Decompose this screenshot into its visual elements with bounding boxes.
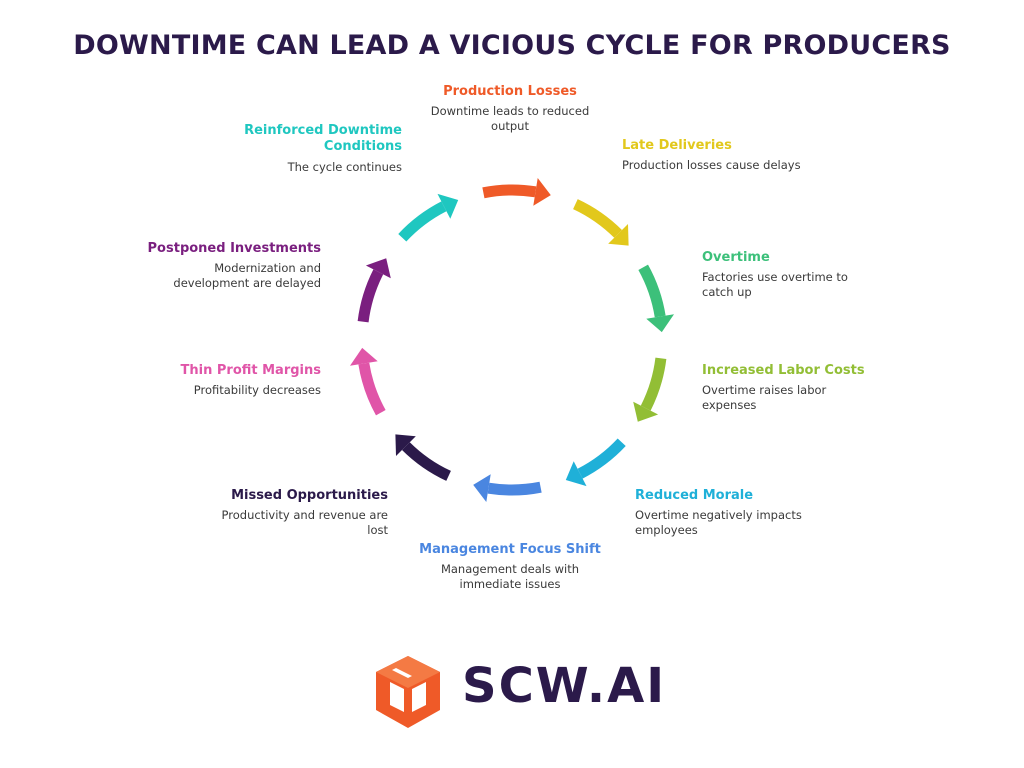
- step-description: The cycle continues: [287, 159, 402, 174]
- step-heading: Production Losses: [443, 84, 577, 99]
- step-description: Overtime raises labor expenses: [702, 383, 827, 412]
- step-label-reinforced-downtime-conditions: Reinforced Downtime Conditions The cycle…: [222, 123, 402, 174]
- step-label-thin-profit-margins: Thin Profit Margins Profitability decrea…: [141, 363, 321, 398]
- step-description: Management deals with immediate issues: [440, 562, 580, 591]
- step-label-overtime: Overtime Factories use overtime to catch…: [702, 250, 882, 299]
- step-label-reduced-morale: Reduced Morale Overtime negatively impac…: [635, 488, 815, 537]
- step-heading: Missed Opportunities: [231, 488, 388, 503]
- step-description: Downtime leads to reduced output: [430, 104, 590, 133]
- step-heading: Thin Profit Margins: [180, 363, 321, 378]
- step-description: Overtime negatively impacts employees: [635, 508, 802, 537]
- cycle-arrow-4: [633, 357, 667, 422]
- cycle-arrow-6: [473, 474, 542, 502]
- scwai-logo: SCW.AI: [368, 652, 664, 732]
- step-heading: Reduced Morale: [635, 488, 754, 503]
- cycle-arrow-9: [357, 258, 391, 323]
- step-label-late-deliveries: Late Deliveries Production losses cause …: [622, 138, 802, 173]
- step-label-increased-labor-costs: Increased Labor Costs Overtime raises la…: [702, 363, 882, 412]
- cycle-arrow-2: [572, 199, 629, 246]
- page-title: DOWNTIME CAN LEAD A VICIOUS CYCLE FOR PR…: [73, 30, 951, 61]
- cycle-arrow-8: [350, 347, 386, 416]
- cube-logo-icon: [376, 656, 440, 728]
- step-heading: Increased Labor Costs: [702, 363, 865, 378]
- step-heading: Late Deliveries: [622, 138, 732, 153]
- logo-text: SCW.AI: [462, 658, 667, 714]
- step-heading: Postponed Investments: [147, 241, 321, 256]
- cycle-arrow-10: [398, 193, 459, 242]
- cycle-arrow-1: [482, 178, 551, 206]
- step-label-production-losses: Production Losses Downtime leads to redu…: [410, 84, 610, 133]
- cycle-arrow-5: [565, 438, 626, 487]
- step-label-postponed-investments: Postponed Investments Modernization and …: [141, 241, 321, 290]
- cycle-arrow-3: [638, 264, 674, 333]
- cycle-arrow-7: [395, 434, 452, 481]
- step-description: Factories use overtime to catch up: [702, 270, 848, 299]
- step-heading: Overtime: [702, 250, 770, 265]
- step-description: Profitability decreases: [193, 383, 321, 398]
- step-description: Modernization and development are delaye…: [173, 261, 321, 290]
- step-label-management-focus-shift: Management Focus Shift Management deals …: [410, 542, 610, 591]
- step-heading: Reinforced Downtime Conditions: [244, 123, 402, 155]
- step-label-missed-opportunities: Missed Opportunities Productivity and re…: [208, 488, 388, 537]
- step-description: Productivity and revenue are lost: [221, 508, 388, 537]
- step-heading: Management Focus Shift: [419, 542, 601, 557]
- step-description: Production losses cause delays: [622, 158, 801, 173]
